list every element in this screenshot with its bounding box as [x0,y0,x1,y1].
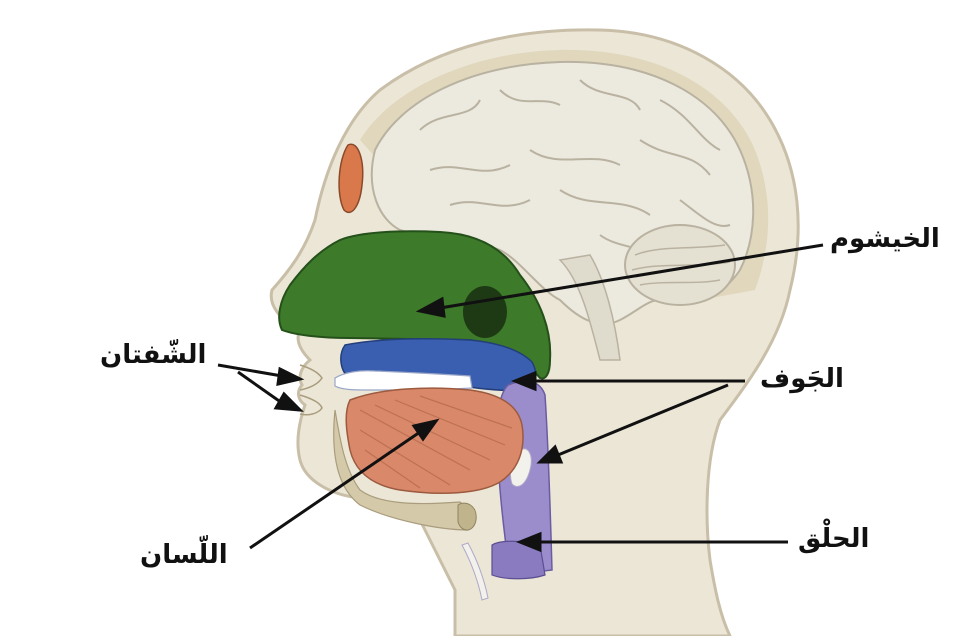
arrow-shafatan-upper [218,365,282,376]
label-lisan: اللّسان [140,542,228,568]
arrow-shafatan-lower [238,372,282,403]
label-jawf: الجَوف [760,366,844,392]
label-shafatan: الشّفتان [100,342,206,368]
nasopharynx-shadow [463,286,507,338]
label-khayshum: الخيشوم [830,226,940,252]
tongue [346,388,523,493]
arrow-shafatan-upper-head [278,369,300,384]
arrow-shafatan-lower-head [276,394,300,410]
hyoid-bone [458,503,476,530]
label-halq: الحلْق [798,526,869,552]
